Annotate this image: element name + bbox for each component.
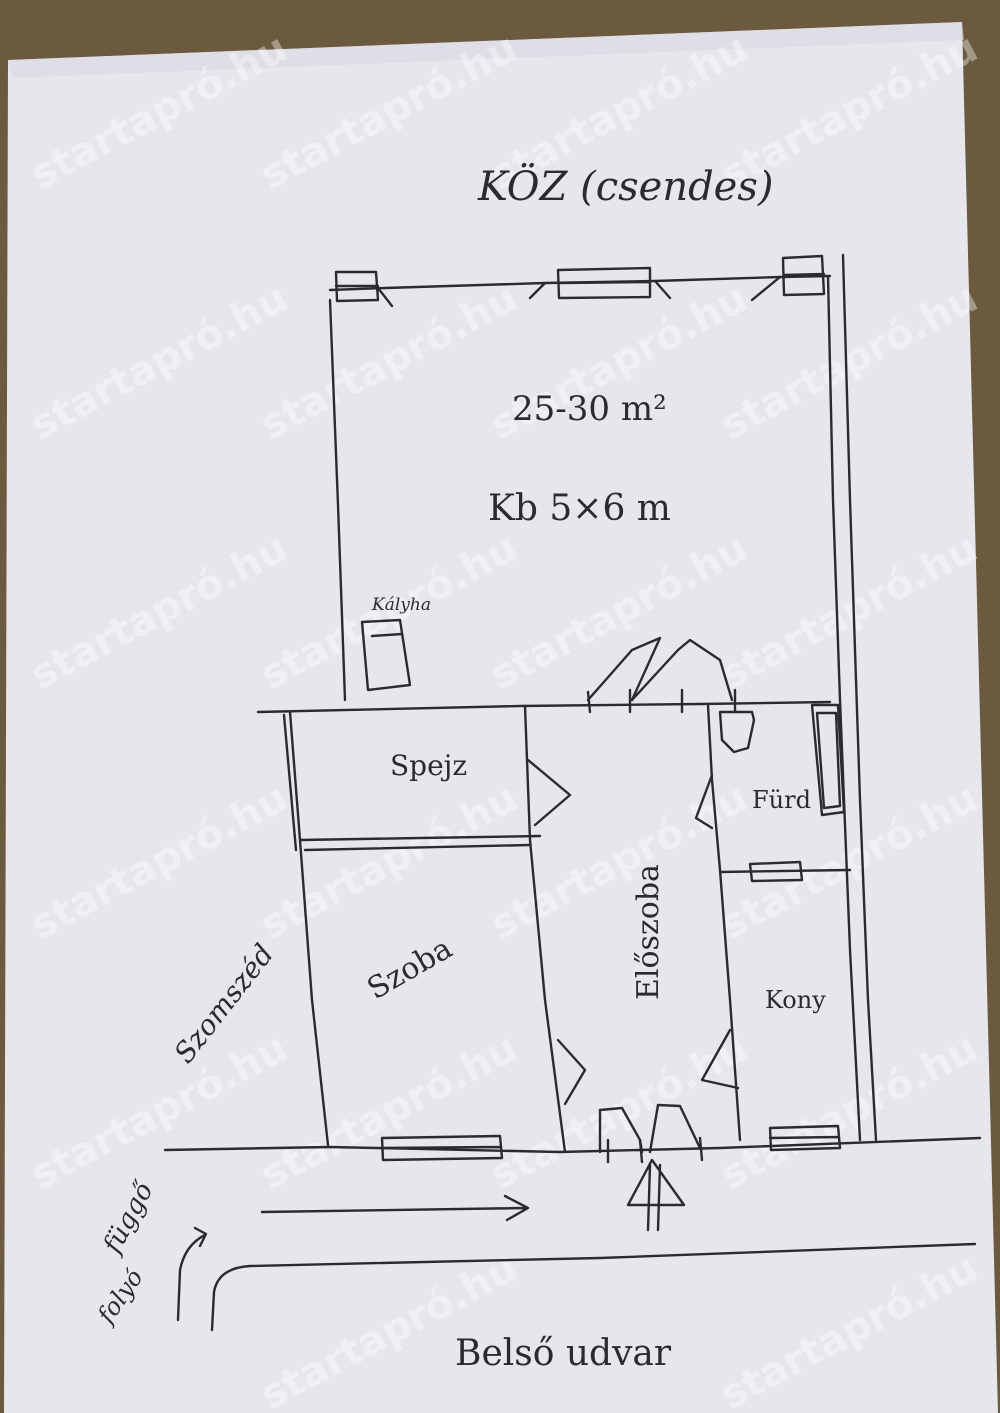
paper-shadow — [8, 22, 964, 78]
courtyard-curve — [210, 1242, 977, 1332]
entrance-arrow — [626, 1158, 686, 1232]
bathroom-door — [694, 773, 714, 830]
window-top-right — [781, 254, 826, 297]
walls — [163, 253, 982, 1332]
door-main-left — [586, 636, 662, 702]
kitchen-label: Kony — [765, 986, 826, 1014]
main-room-right-wall — [826, 274, 862, 1142]
casement-swing-left — [376, 286, 394, 308]
pantry-left-wall — [288, 710, 330, 1147]
middle-wall — [256, 700, 832, 714]
pantry-bottom-wall-2 — [303, 843, 532, 852]
outer-right-wall — [841, 253, 878, 1142]
hallway-left-wall — [523, 704, 567, 1154]
main-room-size: Kb 5×6 m — [488, 488, 671, 529]
bathroom-label: Fürd — [752, 786, 811, 814]
main-room-left-wall — [328, 298, 347, 702]
toilet — [718, 710, 756, 754]
window-top-middle — [556, 266, 652, 300]
bathroom-bottom-wall — [718, 868, 852, 874]
main-room-area: 25-30 m² — [512, 389, 667, 429]
entrance-ticks — [606, 1136, 704, 1164]
stove-label: Kályha — [371, 595, 431, 615]
pantry-left-wall-inner — [282, 713, 298, 852]
courtyard-label: Belső udvar — [455, 1333, 672, 1374]
bathroom-left-wall — [706, 703, 742, 1142]
courtyard-arrow — [260, 1194, 530, 1222]
paper-sheet — [4, 22, 998, 1413]
hanging-arrow — [176, 1226, 208, 1322]
bottom-wall — [163, 1136, 982, 1154]
stove — [360, 618, 412, 692]
door-main-right — [630, 638, 734, 702]
casement-swing-mid-right — [653, 279, 672, 300]
casement-swing-right — [750, 275, 782, 302]
street-title: KÖZ (csendes) — [477, 163, 774, 210]
pantry-bottom-wall — [298, 834, 542, 842]
kitchen-door — [700, 1028, 740, 1090]
door-ticks — [586, 688, 737, 714]
window-bottom-left — [380, 1134, 504, 1162]
entrance-door-right — [648, 1103, 702, 1154]
hallway-label: Előszoba — [631, 864, 666, 1000]
bathroom-window — [748, 860, 804, 883]
bathtub — [810, 703, 846, 817]
window-top-left — [334, 270, 380, 303]
hallway-door — [556, 1038, 587, 1106]
casement-swing-mid-left — [528, 281, 547, 300]
window-bottom-right — [768, 1124, 842, 1152]
pantry-door — [526, 758, 572, 827]
pantry-label: Spejz — [390, 749, 467, 782]
